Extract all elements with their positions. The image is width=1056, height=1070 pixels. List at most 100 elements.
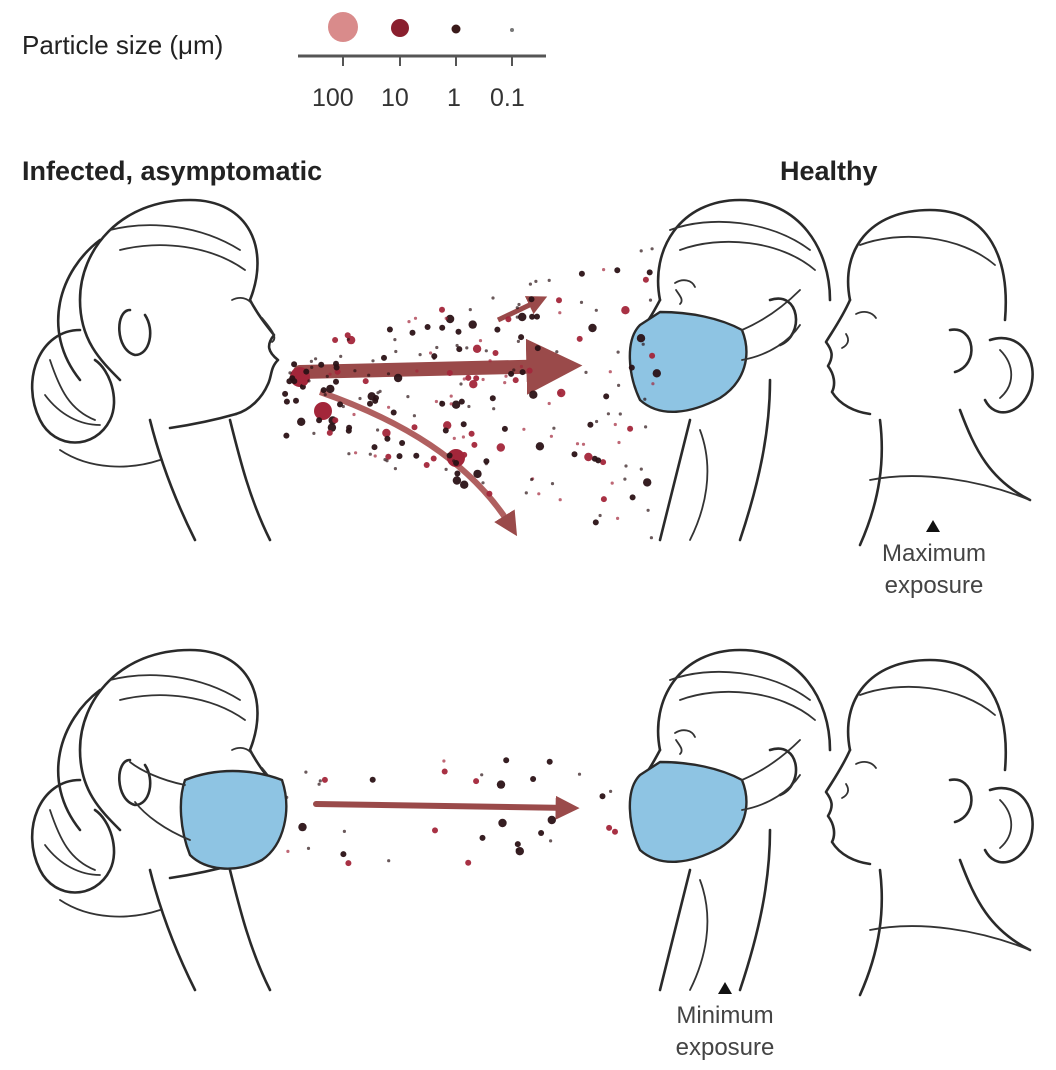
particle xyxy=(327,430,333,436)
particle xyxy=(461,452,467,458)
particle xyxy=(619,412,622,415)
particle xyxy=(334,365,340,371)
mask-top-right xyxy=(630,312,747,412)
healthy-person-masked-bottom xyxy=(630,650,830,990)
particle xyxy=(413,414,416,417)
particle xyxy=(609,370,612,373)
particle xyxy=(649,353,655,359)
particle xyxy=(572,451,578,457)
particle xyxy=(512,368,515,371)
particle xyxy=(482,378,485,381)
particle xyxy=(440,401,443,404)
particle xyxy=(443,428,449,434)
particle xyxy=(548,279,551,282)
particle xyxy=(515,841,521,847)
particle xyxy=(614,267,620,273)
particle xyxy=(503,757,509,763)
particle xyxy=(429,351,432,354)
particle xyxy=(551,482,554,485)
particle xyxy=(489,359,492,362)
particle xyxy=(606,825,612,831)
particle xyxy=(498,819,506,827)
particle xyxy=(310,360,313,363)
infected-person-masked-bottom xyxy=(32,650,286,990)
particle xyxy=(502,426,508,432)
particle xyxy=(504,375,507,378)
particle xyxy=(490,395,496,401)
particle xyxy=(445,468,448,471)
particle xyxy=(465,860,471,866)
particle xyxy=(651,382,654,385)
particle xyxy=(616,517,619,520)
particle xyxy=(303,369,309,375)
particle xyxy=(319,779,322,782)
particle xyxy=(595,309,598,312)
particle xyxy=(363,378,369,384)
particle xyxy=(557,389,565,397)
particle xyxy=(385,459,388,462)
particle xyxy=(494,327,500,333)
particle xyxy=(520,369,526,375)
particle xyxy=(555,350,558,353)
particle xyxy=(370,777,376,783)
particle xyxy=(582,443,585,446)
particle xyxy=(419,353,422,356)
particle xyxy=(580,301,583,304)
particle xyxy=(497,443,505,451)
particle xyxy=(651,247,654,250)
particle xyxy=(529,391,537,399)
particle xyxy=(332,417,338,423)
particle xyxy=(394,374,402,382)
particle xyxy=(391,410,397,416)
particle xyxy=(516,306,519,309)
particle xyxy=(485,462,488,465)
particle xyxy=(291,361,297,367)
particle xyxy=(286,378,292,384)
particle xyxy=(473,375,479,381)
particle xyxy=(617,441,620,444)
particle xyxy=(376,391,379,394)
healthy-person-top xyxy=(826,210,1033,545)
particle xyxy=(462,435,465,438)
particle xyxy=(387,859,390,862)
mask-bottom-right xyxy=(630,762,747,862)
particle xyxy=(549,839,552,842)
particle xyxy=(435,346,438,349)
particle xyxy=(358,397,361,400)
particle xyxy=(424,462,430,468)
particle xyxy=(469,320,477,328)
particle xyxy=(439,307,445,313)
particle xyxy=(624,464,627,467)
particle xyxy=(432,827,438,833)
particle xyxy=(310,366,313,369)
particle xyxy=(529,283,532,286)
particle xyxy=(584,371,587,374)
particle xyxy=(534,280,537,283)
legend-dot-1 xyxy=(452,25,461,34)
particle xyxy=(293,398,299,404)
particle xyxy=(643,398,646,401)
particle xyxy=(456,329,462,335)
particle xyxy=(454,471,460,477)
particle xyxy=(603,393,609,399)
particle xyxy=(595,457,601,463)
particle xyxy=(599,514,602,517)
healthy-person-bottom xyxy=(826,660,1033,995)
particle xyxy=(453,476,461,484)
particle xyxy=(650,536,653,539)
particle xyxy=(558,311,561,314)
particle xyxy=(447,370,453,376)
particle xyxy=(376,428,379,431)
particle xyxy=(517,303,520,306)
particle xyxy=(397,453,403,459)
particle xyxy=(442,769,448,775)
particle xyxy=(522,428,525,431)
particle xyxy=(461,421,467,427)
particle xyxy=(469,380,477,388)
particle xyxy=(450,402,453,405)
particle xyxy=(538,830,544,836)
particle xyxy=(343,830,346,833)
particle xyxy=(340,851,346,857)
mask-bottom-left xyxy=(181,771,286,869)
particle xyxy=(623,478,626,481)
